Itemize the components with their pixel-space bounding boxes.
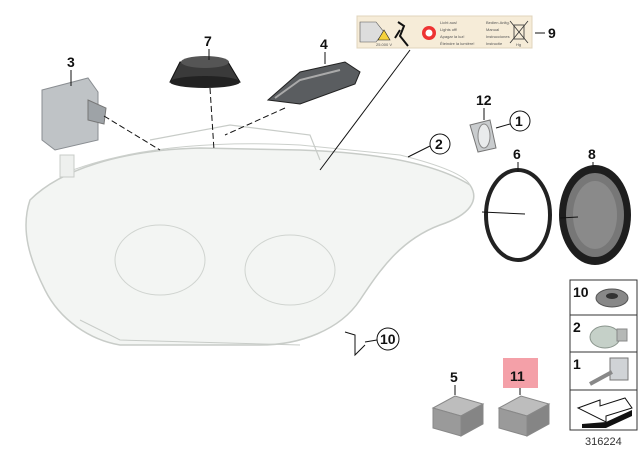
side-item-1-label: 1 (573, 356, 581, 372)
callout-4: 4 (320, 36, 328, 52)
callout-3: 3 (67, 54, 75, 70)
callout-8: 8 (588, 146, 596, 162)
sticker-manual-en: Manual (486, 27, 499, 32)
arrow-icon (576, 397, 633, 423)
part-3-control-unit[interactable] (41, 77, 161, 151)
sticker-warning-es: Apagar la luz! (440, 34, 464, 39)
callout-9: 9 (548, 25, 556, 41)
headlight-housing (25, 124, 475, 346)
sticker-manual-nl: Instructie (486, 41, 503, 46)
callout-10-circle (376, 327, 400, 351)
side-item-10-label: 10 (573, 284, 589, 300)
callout-2-circle (429, 133, 451, 155)
callout-5: 5 (450, 369, 458, 385)
callout-2: 2 (435, 136, 443, 152)
part-9-warning-sticker[interactable]: 25.000 V Licht aus! Lights off! Apagar l… (319, 15, 533, 171)
callout-10: 10 (380, 331, 396, 347)
part-6-seal-ring[interactable] (481, 168, 552, 262)
sticker-warning-de: Licht aus! (440, 20, 457, 25)
part-5-box[interactable] (431, 395, 485, 437)
part-12-bulb-holder[interactable] (469, 119, 497, 153)
callout-1-circle (509, 110, 531, 132)
side-panel: 10 2 1 (569, 279, 638, 431)
part-4-igniter[interactable] (224, 61, 361, 136)
sticker-voltage: 25.000 V (376, 42, 392, 47)
crossed-bin-icon (509, 20, 529, 44)
sticker-hg: Hg (516, 42, 521, 47)
part-7-cover-cap[interactable] (169, 56, 241, 151)
callout-7: 7 (204, 33, 212, 49)
diagram-reference-number: 316224 (585, 436, 622, 448)
side-item-2-label: 2 (573, 319, 581, 335)
sticker-manual-de: Bedien.Anltg. (486, 20, 510, 25)
callout-12: 12 (476, 92, 492, 108)
part-11-box[interactable] (497, 395, 551, 437)
callout-11: 11 (510, 368, 525, 384)
sticker-manual-es: Instrucciones (486, 34, 510, 39)
callout-1: 1 (515, 113, 523, 129)
callout-6: 6 (513, 146, 521, 162)
part-8-cover[interactable] (559, 165, 631, 265)
sticker-warning-fr: Éteindre la lumière! (440, 41, 474, 46)
highlight-callout-11 (503, 358, 538, 388)
sticker-warning-en: Lights off! (440, 27, 457, 32)
